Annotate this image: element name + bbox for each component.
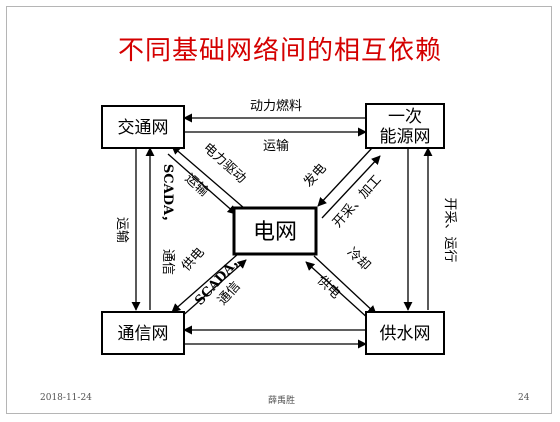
edge-grid-to-water <box>313 255 377 315</box>
label-energy-grid-b: 开采、加工 <box>330 172 385 230</box>
node-energy: 一次 能源网 <box>365 103 445 149</box>
label-energy-water: 开采、运行 <box>442 197 457 262</box>
label-grid-water-b: 供电 <box>314 273 343 302</box>
edge-grid-to-energy <box>321 155 381 219</box>
label-transport-to-energy: 运输 <box>263 138 289 154</box>
label-grid-water-a: 冷却 <box>344 245 373 274</box>
node-energy-label-1: 一次 <box>388 107 422 127</box>
node-comm-label: 通信网 <box>118 324 169 344</box>
node-grid: 电网 <box>232 206 318 256</box>
footer-date: 2018-11-24 <box>40 393 92 403</box>
edge-water-to-grid <box>305 261 371 321</box>
footer-page-number: 24 <box>518 393 530 403</box>
node-energy-label-2: 能源网 <box>380 127 431 147</box>
edge-grid-to-transport <box>171 145 245 209</box>
node-transport: 交通网 <box>101 105 185 149</box>
node-water: 供水网 <box>365 311 445 355</box>
node-comm: 通信网 <box>101 311 185 355</box>
label-grid-comm-a: 供电 <box>179 245 208 274</box>
node-water-label: 供水网 <box>380 324 431 344</box>
label-transport-comm-b1: SCADA， <box>160 164 175 228</box>
label-grid-transport-b: 运输 <box>182 170 212 199</box>
label-grid-transport-a: 电力驱动 <box>200 140 249 186</box>
edge-energy-to-grid <box>317 147 373 207</box>
edge-transport-to-grid <box>167 153 237 215</box>
footer-author: 薛禹胜 <box>268 396 296 406</box>
node-transport-label: 交通网 <box>118 118 169 138</box>
label-energy-grid-a: 发电 <box>300 160 329 190</box>
edge-comm-to-grid <box>179 259 247 319</box>
node-grid-label: 电网 <box>253 220 297 245</box>
label-energy-to-transport: 动力燃料 <box>250 98 302 114</box>
slide-title: 不同基础网络间的相互依赖 <box>117 36 442 66</box>
label-transport-comm-b2: 通信 <box>160 249 175 275</box>
label-transport-comm-a: 运输 <box>114 217 130 243</box>
edge-grid-to-comm <box>171 253 239 313</box>
